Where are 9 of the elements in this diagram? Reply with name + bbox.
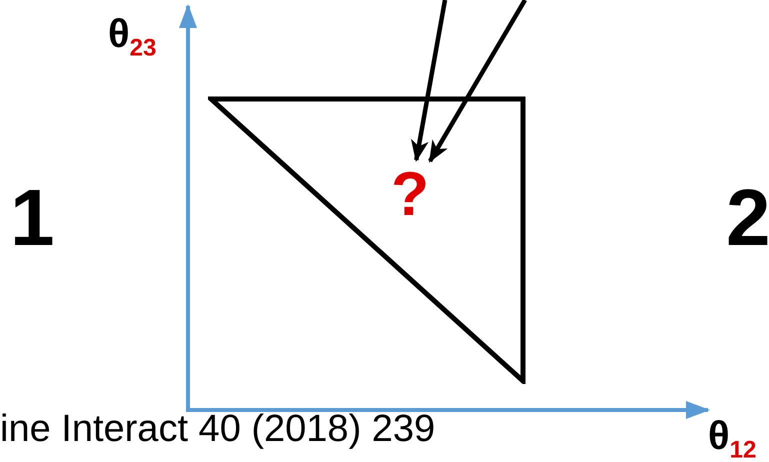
- axis-label: θ$_{12}$: [708, 416, 756, 462]
- triangle-outline: [208, 96, 526, 384]
- region-number: 2: [726, 178, 769, 258]
- region-number: 1: [10, 178, 54, 258]
- question-mark: ?: [390, 160, 430, 230]
- arrow: [410, 0, 448, 162]
- axis-label: θ$_{23}$: [108, 14, 156, 60]
- arrow: [428, 0, 527, 163]
- citation: ine Interact 40 (2018) 239: [0, 408, 436, 451]
